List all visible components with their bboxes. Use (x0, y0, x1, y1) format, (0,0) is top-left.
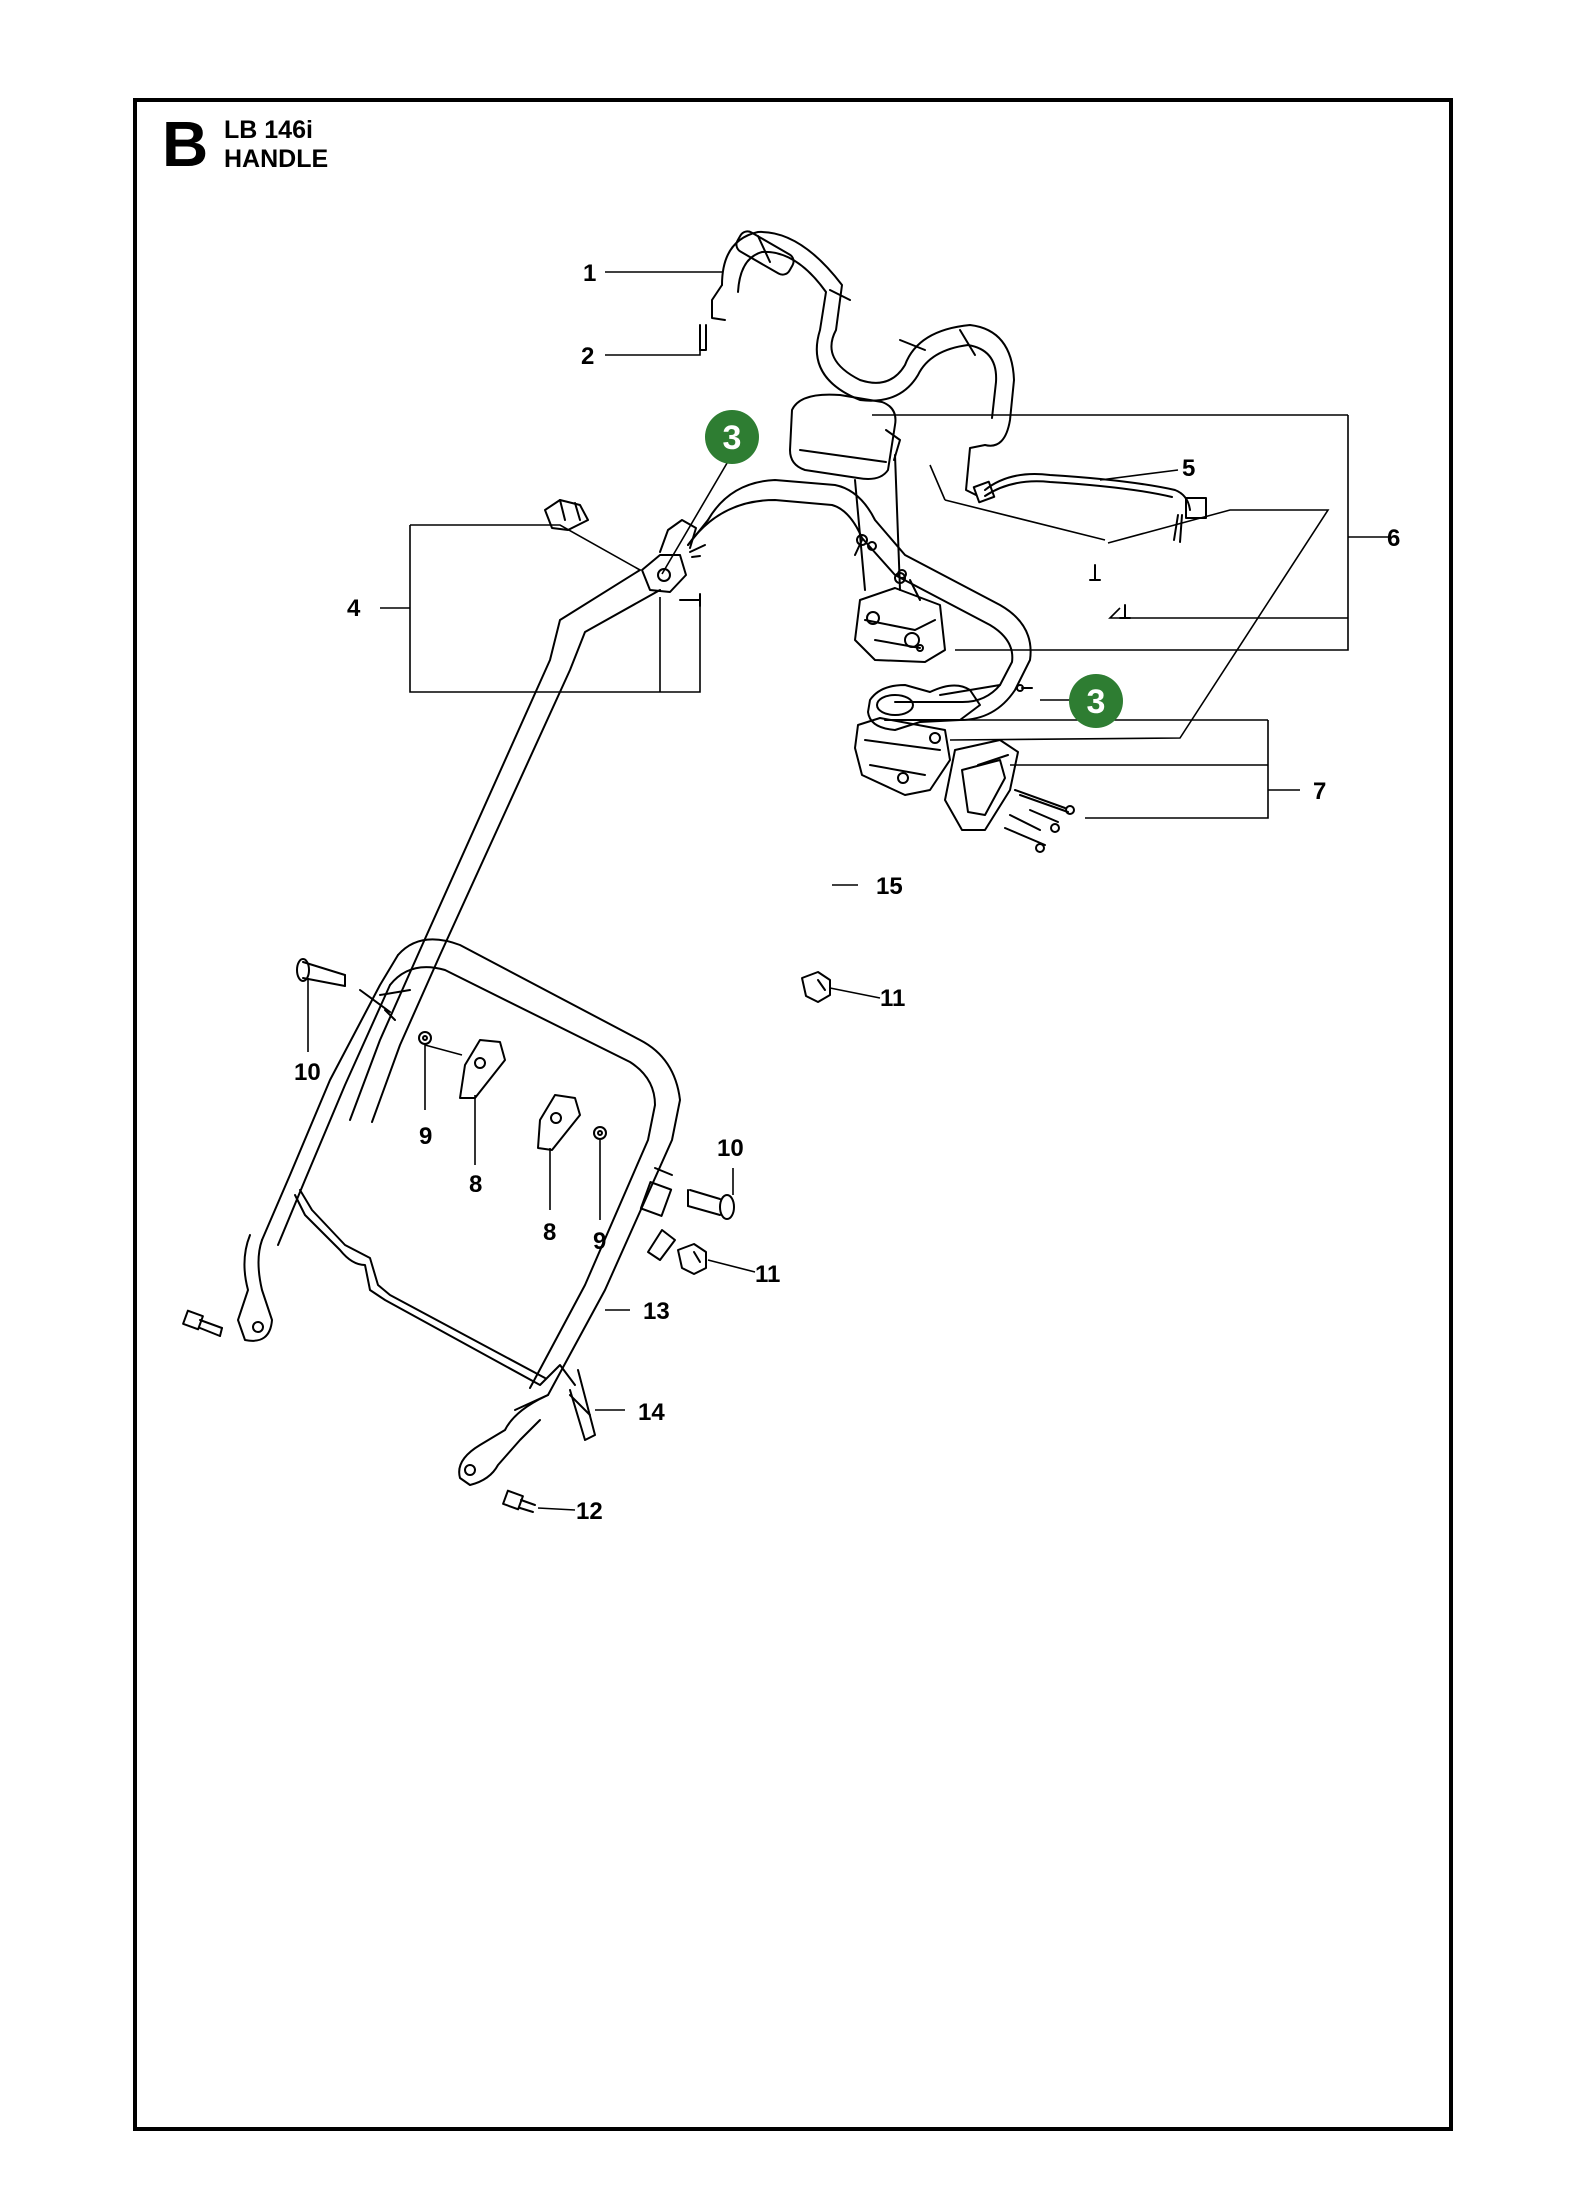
section-letter: B (162, 108, 209, 180)
part-7-housing (854, 717, 1019, 831)
upper-grip-bar (711, 230, 1015, 496)
washers (418, 1031, 607, 1140)
callout-5: 5 (1182, 455, 1195, 482)
callout-1: 1 (583, 260, 596, 287)
part-12-bolt-left (182, 1309, 223, 1337)
lower-handle (237, 938, 681, 1486)
callout-9-right: 9 (593, 1228, 606, 1255)
callout-labels: 1 2 4 5 6 7 15 11 10 9 8 8 9 10 11 13 14… (294, 260, 1400, 1525)
callout-14: 14 (638, 1399, 665, 1426)
part-8-knob-right (537, 1094, 581, 1151)
callout-12: 12 (576, 1498, 603, 1525)
badge-circle-right (1069, 674, 1123, 728)
section-title: HANDLE (224, 145, 329, 173)
control-cover-top (789, 393, 901, 480)
model-name: LB 146i (224, 116, 313, 144)
callout-2: 2 (581, 343, 594, 370)
callout-10-right: 10 (717, 1135, 744, 1162)
callout-11-upper: 11 (880, 985, 905, 1012)
leader-6 (872, 414, 1390, 651)
badge-number-upper: 3 (723, 419, 742, 457)
callout-15: 15 (876, 873, 903, 900)
part-11-clip-lower (677, 1243, 707, 1275)
badge-3-upper: 3 (705, 410, 759, 464)
leader-4 (380, 524, 701, 693)
diagram-frame (133, 98, 1453, 2131)
wire-harness (972, 473, 1207, 543)
part-10-bolt-right (654, 1167, 735, 1220)
badge-circle-upper (705, 410, 759, 464)
callout-4: 4 (347, 595, 361, 622)
leader-6b (949, 509, 1330, 741)
callout-13: 13 (643, 1298, 670, 1325)
part-12-bolt-right (502, 1489, 536, 1513)
part-8-knob-left (459, 1039, 506, 1099)
leader-11-upper (829, 987, 881, 999)
leader-2 (605, 348, 701, 356)
leader-12 (537, 1507, 576, 1511)
badge-3-right: 3 (1069, 674, 1123, 728)
part-4-clip (544, 499, 706, 607)
title-block: LB 146i HANDLE (224, 116, 328, 174)
leader-5 (1099, 469, 1179, 481)
lever-assembly (867, 684, 1001, 731)
callout-8-right: 8 (543, 1219, 556, 1246)
part-11-clip-upper (801, 971, 831, 1003)
leader-11-lower (707, 1259, 756, 1273)
callout-8-left: 8 (469, 1171, 482, 1198)
callout-7: 7 (1313, 778, 1326, 805)
part-10-bolt-left (296, 958, 391, 1013)
upper-handle-tube (349, 479, 1032, 1123)
part-2-pin (699, 324, 707, 351)
callout-10-left: 10 (294, 1059, 321, 1086)
control-bracket (854, 454, 946, 663)
leader-9-left (424, 1043, 463, 1110)
leader-3-upper (661, 457, 731, 575)
callout-9-left: 9 (419, 1123, 432, 1150)
badge-number-right: 3 (1087, 683, 1106, 721)
callout-6: 6 (1387, 525, 1400, 552)
callout-11-lower: 11 (755, 1261, 780, 1288)
part-14-wire-guide (294, 1189, 596, 1441)
